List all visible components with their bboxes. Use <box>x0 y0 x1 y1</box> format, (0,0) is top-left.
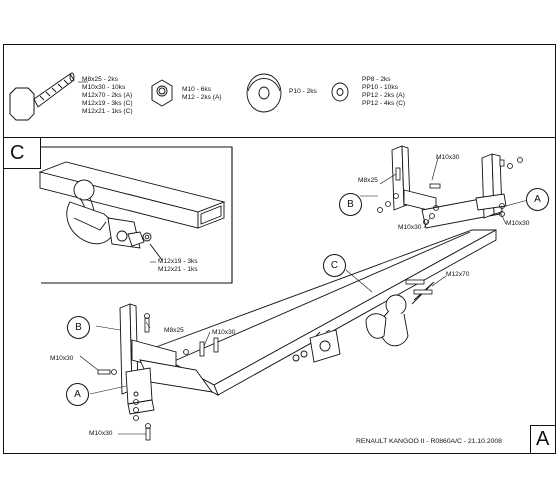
leader-lines <box>78 81 529 435</box>
callout-b-left: B <box>67 316 90 339</box>
hardware-group-large-washers: P10 - 2ks <box>289 88 317 95</box>
label-m10x30-right-mid: M10x30 <box>398 224 422 231</box>
main-crossbar <box>146 229 497 396</box>
label-m10x30-right-top: M10x30 <box>436 154 460 161</box>
towball-detail <box>66 179 119 245</box>
detail-c-callout: M12x19 - 3ks M12x21 - 1ks <box>158 258 198 273</box>
label-m8x25-right: M8x25 <box>358 177 378 184</box>
hardware-group-small-washers: PP8 - 2ks PP10 - 10ks PP12 - 2ks (A) PP1… <box>362 76 406 107</box>
drawing-caption: RENAULT KANGOO II - R0860A/C - 21.10.200… <box>356 438 502 445</box>
socket-plate-main <box>292 329 341 363</box>
label-m10x30-left-bottom: M10x30 <box>89 430 113 437</box>
label-m10x30-left-side: M10x30 <box>50 355 74 362</box>
callout-a-right: A <box>526 188 549 211</box>
towball-main <box>365 281 435 347</box>
drawing-panel <box>3 137 556 454</box>
callout-a-left: A <box>66 383 89 406</box>
nut-icon <box>151 79 173 107</box>
label-m10x30-right-low: M10x30 <box>506 220 530 227</box>
callout-b-right: B <box>339 193 362 216</box>
large-washer-icon <box>246 73 282 113</box>
label-m10x30-left-center: M10x30 <box>212 329 236 336</box>
detail-c-letter-box <box>3 137 41 169</box>
label-m8x25-left: M8x25 <box>164 327 184 334</box>
left-mount-bracket <box>119 303 214 415</box>
small-washer-icon <box>331 82 349 102</box>
sheet-letter: A <box>536 428 550 450</box>
bolt-icon <box>9 72 75 121</box>
label-m12x70: M12x70 <box>446 271 470 278</box>
sheet-letter-box <box>530 425 556 454</box>
detail-c-letter: C <box>10 142 25 164</box>
hardware-group-nuts: M10 - 6ks M12 - 2ks (A) <box>182 86 222 101</box>
callout-c-center: C <box>323 254 346 277</box>
socket-plate-detail <box>107 217 163 261</box>
hardware-group-bolts: M8x25 - 2ks M10x30 - 10ks M12x70 - 2ks (… <box>82 76 133 115</box>
